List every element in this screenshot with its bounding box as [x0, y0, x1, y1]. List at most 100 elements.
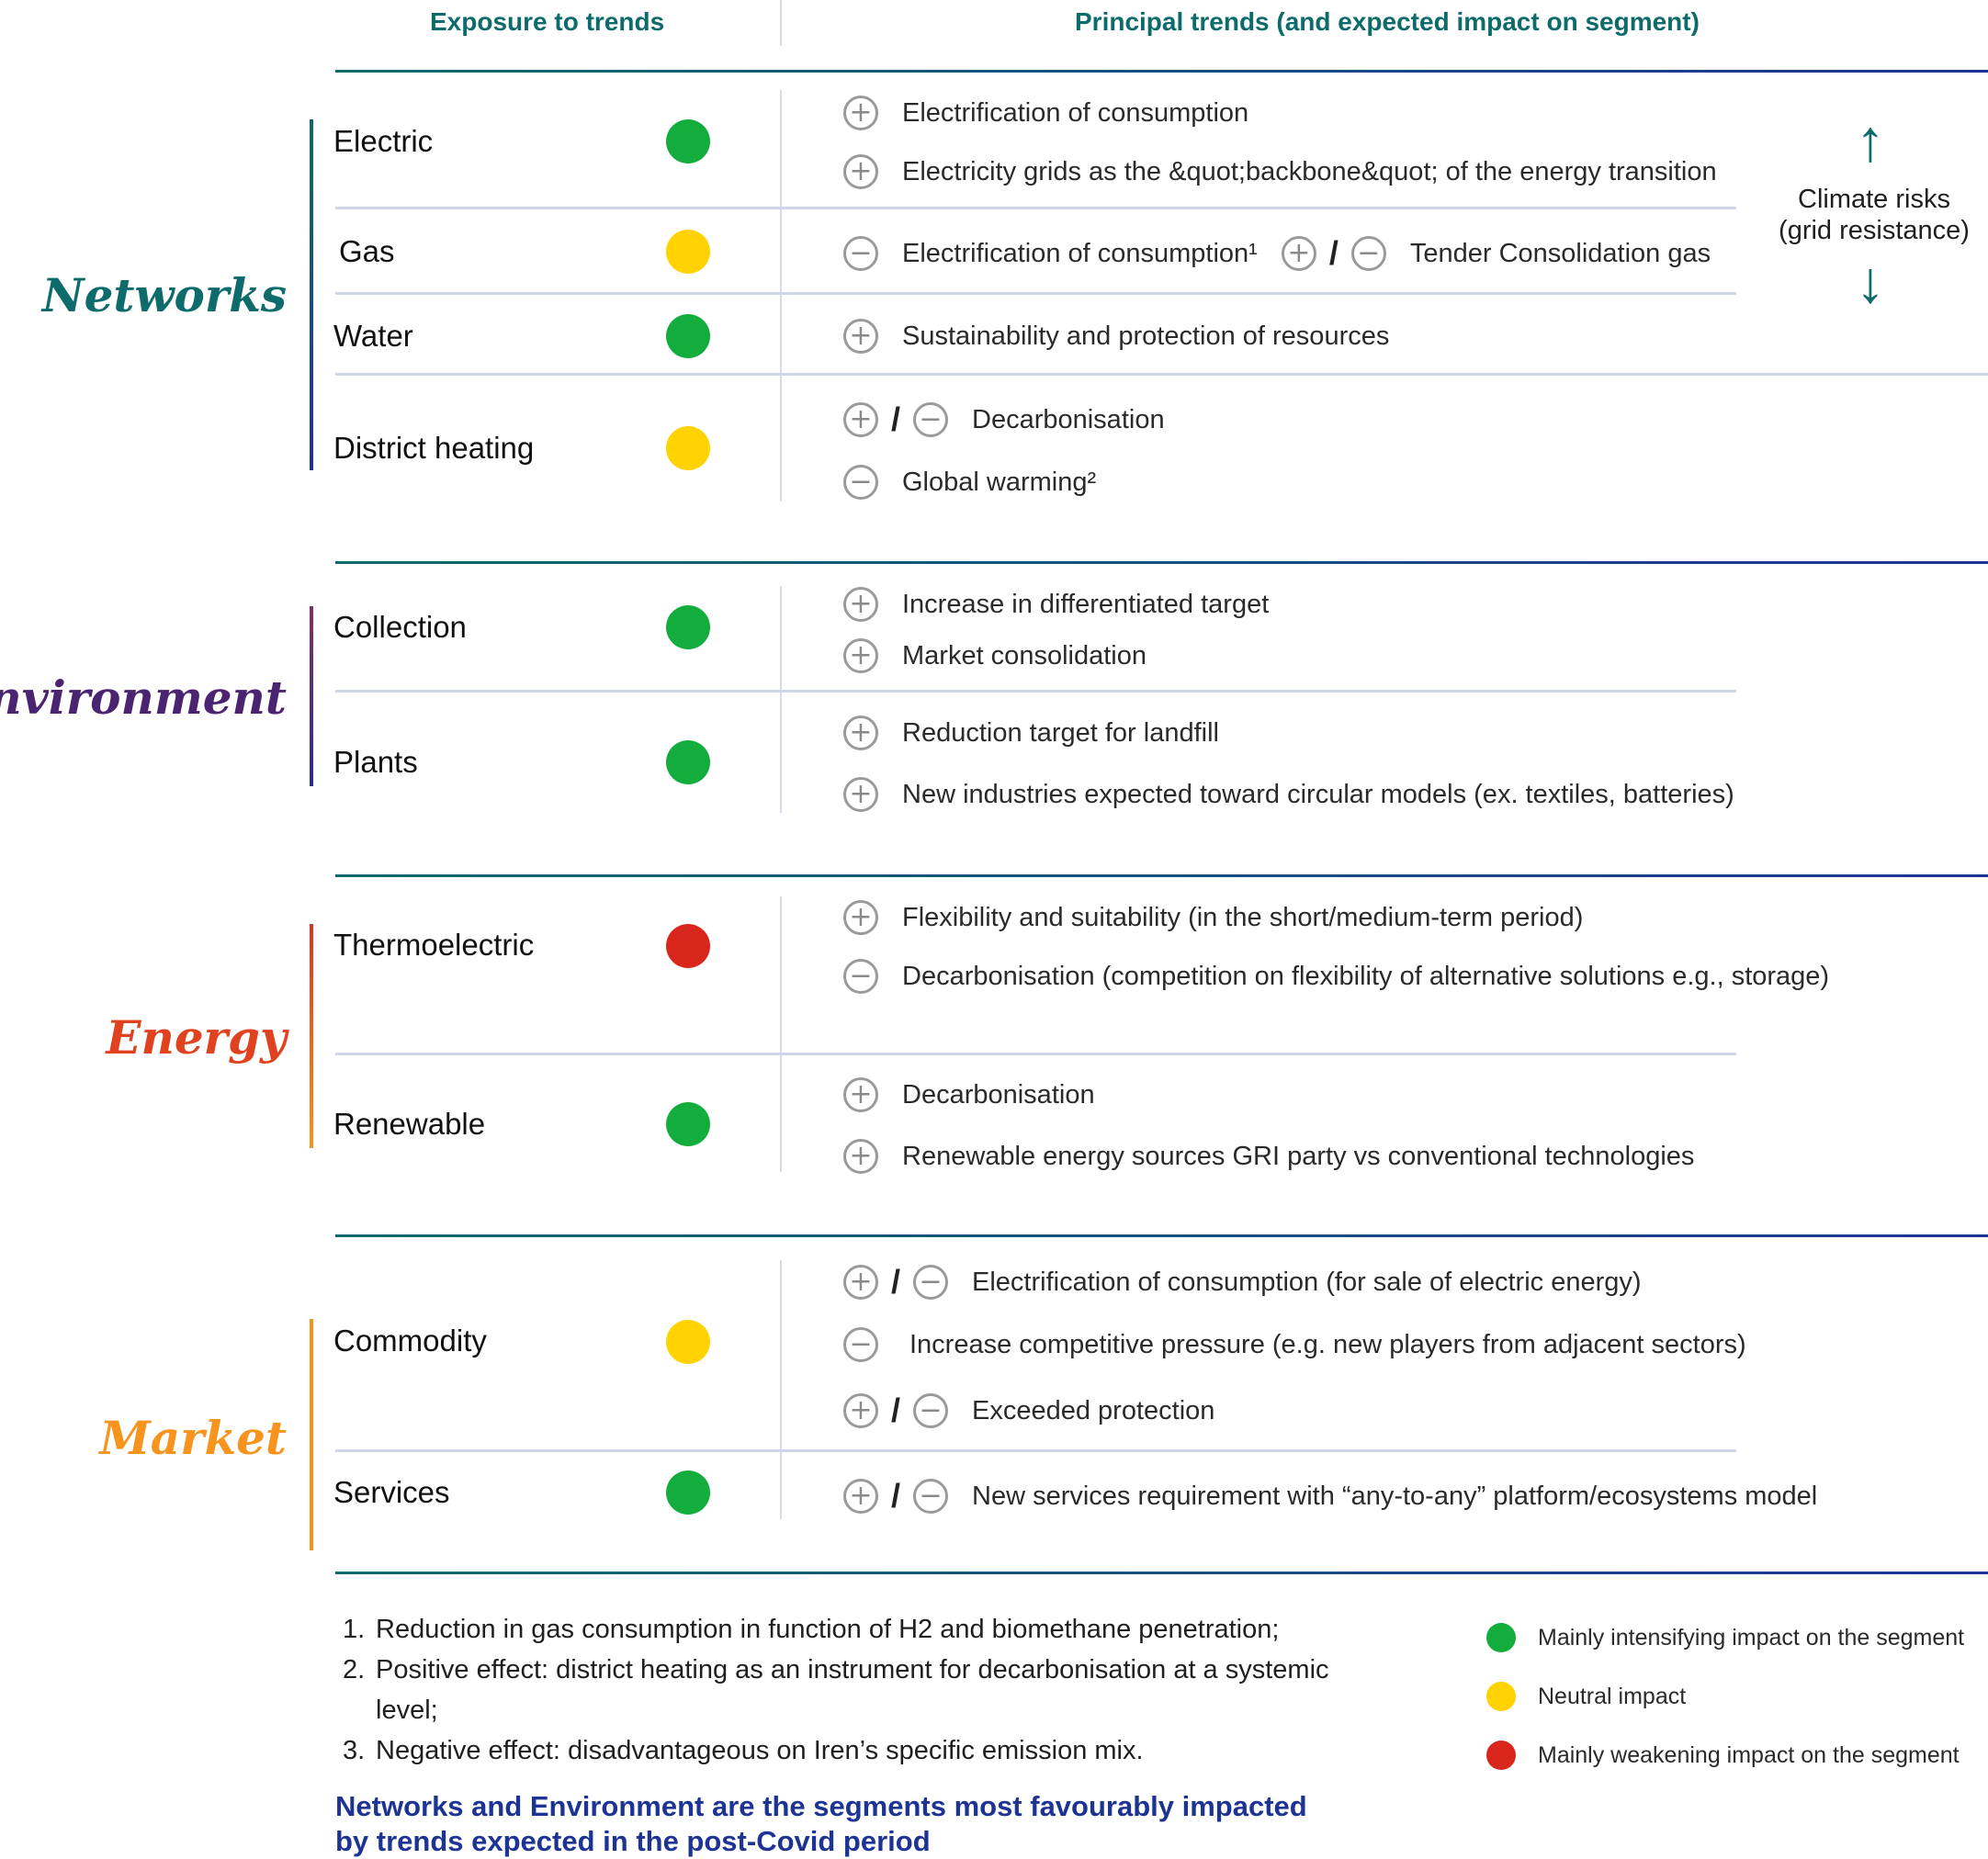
legend-dot-yellow [1486, 1682, 1516, 1711]
plus-icon: + [843, 715, 878, 750]
segment-environment: Environment [0, 670, 287, 725]
exposure-dot-services [666, 1470, 710, 1515]
legend-dot-green [1486, 1623, 1516, 1652]
row-label-water: Water [333, 319, 413, 353]
climate-risks-label: Climate risks (grid resistance) [1764, 184, 1984, 246]
minus-icon: − [913, 1393, 948, 1428]
row-separator [335, 1053, 1736, 1055]
arrow-up-icon: ↑ [1856, 107, 1885, 174]
section-rule-energy [335, 874, 1988, 877]
plus-icon: + [843, 587, 878, 622]
segment-bar-market [310, 1319, 313, 1550]
plus-icon: + [843, 1393, 878, 1428]
trend-text: Decarbonisation [902, 1079, 1095, 1110]
segment-networks: Networks [41, 268, 287, 322]
minus-icon: − [1350, 236, 1386, 271]
trend-text: New services requirement with “any-to-an… [972, 1481, 1818, 1511]
row-separator [335, 207, 1736, 209]
column-divider-market [780, 1260, 782, 1519]
trend-item: + Flexibility and suitability (in the sh… [843, 896, 1583, 939]
header-principal-trends: Principal trends (and expected impact on… [1075, 7, 1700, 36]
plus-icon: + [843, 96, 878, 130]
exposure-dot-electric [666, 119, 710, 163]
header-exposure: Exposure to trends [430, 7, 665, 36]
trend-item: + Market consolidation [843, 635, 1146, 677]
legend-green: Mainly intensifying impact on the segmen… [1486, 1623, 1964, 1652]
legend-red: Mainly weakening impact on the segment [1486, 1741, 1960, 1770]
exposure-dot-gas [666, 230, 710, 274]
slash-separator: / [890, 1391, 900, 1429]
trend-item: + Electrification of consumption [843, 92, 1248, 134]
trend-text: New industries expected toward circular … [902, 779, 1734, 809]
trend-text: Decarbonisation (competition on flexibil… [902, 961, 1830, 991]
legend-green-label: Mainly intensifying impact on the segmen… [1538, 1624, 1965, 1651]
trend-item: + Sustainability and protection of resou… [843, 315, 1389, 357]
minus-icon: − [913, 1479, 948, 1514]
plus-icon: + [843, 402, 878, 437]
row-label-district-heating: District heating [333, 431, 535, 465]
row-label-thermoelectric: Thermoelectric [333, 928, 535, 962]
conclusion: Networks and Environment are the segment… [335, 1789, 1401, 1859]
minus-icon: − [843, 1327, 878, 1362]
trend-item: + / − Exceeded protection [843, 1390, 1214, 1432]
minus-icon: − [843, 236, 878, 271]
trend-item: + / − New services requirement with “any… [843, 1475, 1817, 1517]
row-label-renewable: Renewable [333, 1107, 486, 1141]
trend-item: − Increase competitive pressure (e.g. ne… [843, 1324, 1746, 1366]
plus-icon: + [1281, 236, 1316, 271]
trend-text: Global warming² [902, 467, 1097, 497]
trend-text: Increase in differentiated target [902, 589, 1270, 619]
legend-yellow: Neutral impact [1486, 1682, 1686, 1711]
minus-icon: − [843, 959, 878, 994]
row-separator [335, 292, 1736, 295]
footnote-2: 2.Positive effect: district heating as a… [343, 1655, 1329, 1725]
row-separator [335, 373, 1988, 376]
legend-dot-red [1486, 1741, 1516, 1770]
row-separator [335, 690, 1736, 693]
trend-item: + / − Decarbonisation [843, 399, 1165, 441]
exposure-dot-thermoelectric [666, 924, 710, 968]
plus-icon: + [843, 1139, 878, 1174]
trend-text: Decarbonisation [972, 404, 1165, 434]
trend-item: + / − Electrification of consumption (fo… [843, 1261, 1642, 1303]
row-label-electric: Electric [333, 124, 434, 158]
trend-text: Sustainability and protection of resourc… [902, 321, 1390, 351]
segment-bar-energy [310, 924, 313, 1148]
section-rule-market [335, 1234, 1988, 1237]
exposure-dot-water [666, 314, 710, 358]
row-label-commodity: Commodity [333, 1324, 487, 1358]
segment-bar-environment [310, 606, 313, 786]
segment-energy: Energy [106, 1010, 287, 1065]
row-separator [335, 1449, 1736, 1452]
legend-red-label: Mainly weakening impact on the segment [1538, 1741, 1960, 1768]
trend-item: + Renewable energy sources GRI party vs … [843, 1135, 1694, 1177]
row-label-gas: Gas [339, 234, 395, 268]
trend-text: Electrification of consumption (for sale… [972, 1267, 1642, 1297]
plus-icon: + [843, 154, 878, 189]
slash-separator: / [1328, 234, 1339, 272]
footnotes: 1.Reduction in gas consumption in functi… [343, 1609, 1381, 1771]
trend-text: Electrification of consumption [902, 97, 1249, 128]
trend-text: Electricity grids as the &quot;backbone&… [902, 156, 1717, 186]
slash-separator: / [890, 1477, 900, 1515]
plus-icon: + [843, 1479, 878, 1514]
trend-item: − Electrification of consumption¹ + / − … [843, 232, 1711, 275]
exposure-dot-plants [666, 740, 710, 784]
slash-separator: / [890, 400, 900, 438]
trend-text: Renewable energy sources GRI party vs co… [902, 1141, 1695, 1171]
footnote-3: 3.Negative effect: disadvantageous on Ir… [343, 1736, 1144, 1765]
trend-text: Flexibility and suitability (in the shor… [902, 902, 1584, 932]
minus-icon: − [913, 402, 948, 437]
trend-text: Increase competitive pressure (e.g. new … [909, 1329, 1746, 1359]
trend-item: + Reduction target for landfill [843, 712, 1219, 754]
plus-icon: + [843, 900, 878, 935]
exposure-dot-district-heating [666, 426, 710, 470]
plus-icon: + [843, 1265, 878, 1300]
trend-text: Tender Consolidation gas [1409, 238, 1711, 268]
row-label-plants: Plants [333, 745, 418, 779]
minus-icon: − [913, 1265, 948, 1300]
trend-text: Market consolidation [902, 640, 1146, 670]
segment-bar-networks [310, 119, 313, 470]
plus-icon: + [843, 1077, 878, 1112]
arrow-down-icon: ↓ [1856, 249, 1885, 315]
